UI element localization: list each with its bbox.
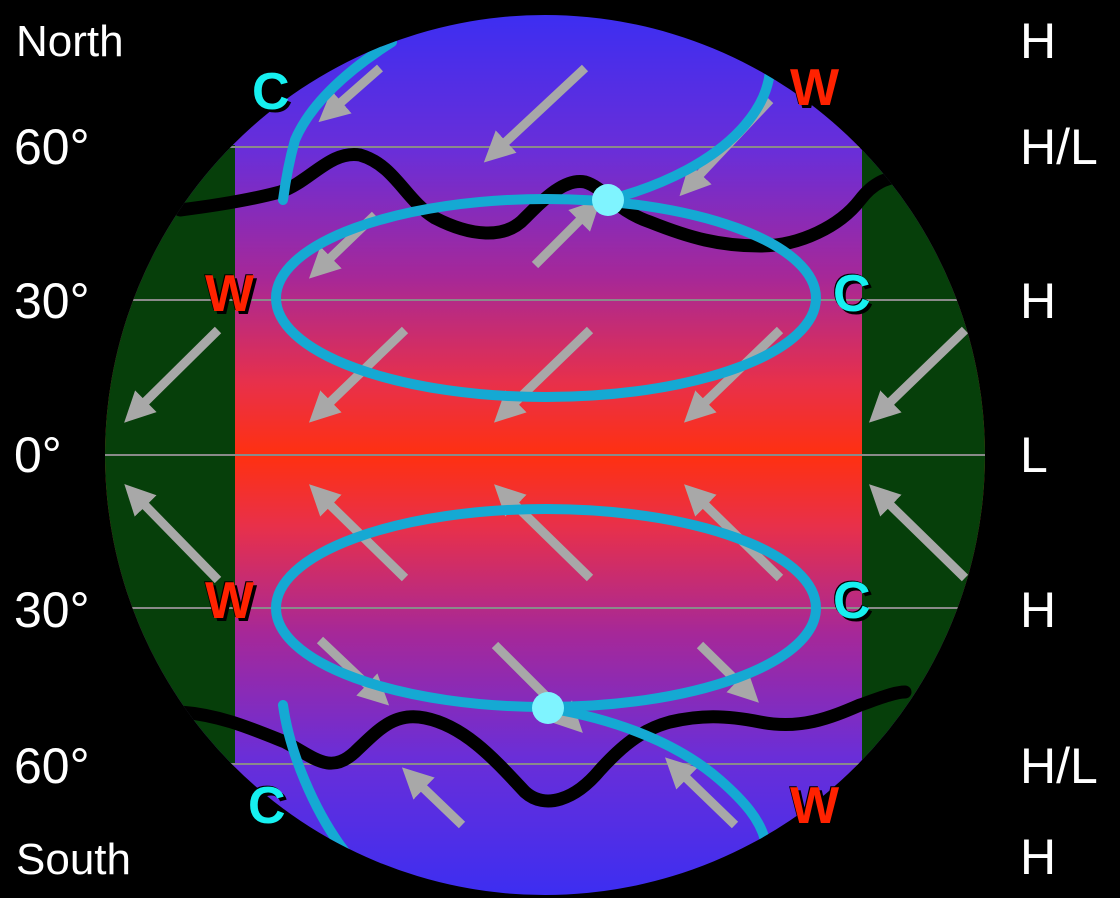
south-label: South: [16, 835, 131, 884]
polar-front-south: [173, 685, 912, 808]
front-junction-south: [532, 692, 564, 724]
north-label: North: [16, 17, 124, 66]
warm-front-north-east: [603, 67, 775, 205]
pressure-label-equator: L: [1020, 427, 1048, 483]
cold-marker-s30-east: C: [833, 572, 871, 630]
warm-marker-s30-west: W: [205, 572, 255, 630]
wind-arrow: [124, 484, 222, 584]
wind-arrow: [869, 484, 969, 582]
latitude-label-s60: 60°: [14, 738, 90, 794]
warm-marker-n30-west: W: [205, 265, 255, 323]
wind-arrow: [531, 199, 601, 269]
latitude-label-s30: 30°: [14, 582, 90, 638]
pressure-label-n30: H: [1020, 273, 1057, 329]
latitude-lines: [105, 146, 985, 765]
latitude-label-n60: 60°: [14, 119, 90, 175]
pressure-label-n60: H/L: [1020, 119, 1098, 175]
warm-front-south-east: [543, 703, 770, 845]
wind-arrow: [696, 641, 759, 703]
jet-stream-loop-north: [271, 194, 821, 402]
globe: [105, 15, 985, 895]
pressure-label-s60: H/L: [1020, 738, 1098, 794]
pressure-label-s30: H: [1020, 582, 1057, 638]
cold-marker-nw: C: [252, 63, 290, 121]
wind-arrow: [868, 326, 969, 423]
jet-streams: [271, 37, 821, 887]
wind-arrow: [318, 64, 383, 123]
front-junction-north: [592, 184, 624, 216]
wind-arrow: [124, 326, 222, 423]
pressure-label-north-pole: H: [1020, 13, 1057, 69]
wind-arrow: [483, 64, 589, 163]
cold-front-north-west: [278, 37, 397, 205]
warm-marker-se: W: [790, 777, 840, 835]
cold-marker-sw: C: [248, 777, 286, 835]
latitude-label-equator: 0°: [14, 427, 62, 483]
pressure-label-south-pole: H: [1020, 829, 1057, 885]
cold-marker-n30-east: C: [833, 265, 871, 323]
latitude-label-n30: 30°: [14, 273, 90, 329]
wind-arrow: [664, 757, 739, 829]
wind-arrow: [401, 767, 466, 829]
warm-marker-ne: W: [790, 59, 840, 117]
